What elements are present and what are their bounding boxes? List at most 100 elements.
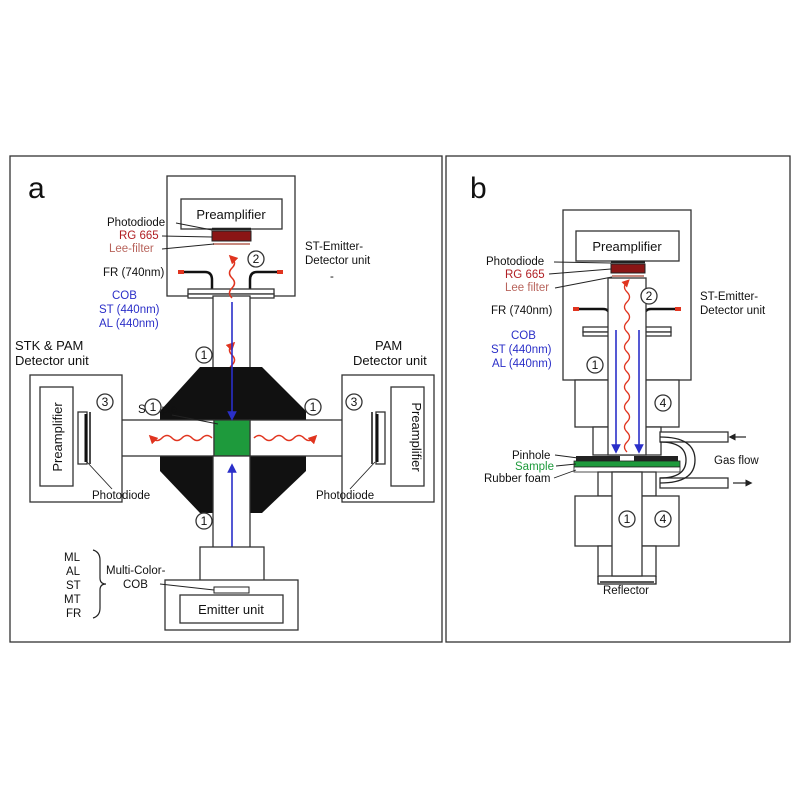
b-gas-channel-inner xyxy=(659,441,687,479)
photodiode-left-leader xyxy=(86,461,113,490)
b-marker-2 xyxy=(640,287,658,305)
marker-1-left-text: 1 xyxy=(150,400,157,414)
b-al-label: AL (440nm) xyxy=(492,358,552,370)
b-marker-2-text: 2 xyxy=(646,289,653,303)
marker-2-text: 2 xyxy=(253,252,260,266)
multi-color-label-line1: Multi-Color- xyxy=(106,565,166,577)
multi-color-cob-element xyxy=(213,586,250,594)
light-source-item: MT xyxy=(64,594,81,606)
stk-label-line1: STK & PAM xyxy=(15,338,83,353)
rg665-label: RG 665 xyxy=(119,230,159,242)
sample-square xyxy=(213,419,251,457)
b-sample-layer xyxy=(573,460,681,468)
fluorescence-signal-right xyxy=(253,434,318,445)
b-marker-1-top xyxy=(586,356,604,374)
marker-3-left xyxy=(96,393,114,411)
panel-a-letter: a xyxy=(28,172,45,205)
marker-1-left xyxy=(144,398,162,416)
lee-filter-label: Lee-filter xyxy=(109,243,154,255)
b-marker-1-bottom xyxy=(618,510,636,528)
fr-led-right xyxy=(277,270,283,274)
right-preamplifier-label: Preamplifier xyxy=(409,402,424,472)
b-pinhole-label: Pinhole xyxy=(512,450,550,462)
fr-led-left xyxy=(178,270,184,274)
b-marker-4-bottom-text: 4 xyxy=(660,512,667,526)
b-sample-label: Sample xyxy=(515,461,554,473)
marker-1-right xyxy=(304,398,322,416)
marker-2 xyxy=(247,250,265,268)
st-label: ST (440nm) xyxy=(99,304,160,316)
b-light-guide-upper xyxy=(607,277,647,456)
marker-1-right-text: 1 xyxy=(310,400,317,414)
b-reflector-cup xyxy=(597,576,657,585)
b-rg665-label: RG 665 xyxy=(505,269,545,281)
light-source-item: ST xyxy=(66,580,81,592)
b-fr-led-left xyxy=(573,307,579,311)
b-fluorescence-signal xyxy=(621,279,631,453)
marker-3-right-text: 3 xyxy=(351,395,358,409)
b-lee-filter-leader xyxy=(554,276,613,289)
b-marker-1-bottom-text: 1 xyxy=(624,512,631,526)
b-pinhole-leader xyxy=(554,454,579,459)
fluorescence-signal-left xyxy=(148,434,213,445)
photodiode-right-label: Photodiode xyxy=(316,490,374,502)
sample-leader xyxy=(171,414,219,425)
panel-b-frame xyxy=(445,155,791,643)
b-fr-label: FR (740nm) xyxy=(491,305,553,317)
b-reflector-label: Reflector xyxy=(603,585,649,597)
light-source-item: AL xyxy=(66,566,81,578)
photodiode-right-leader xyxy=(349,461,376,490)
photodiode-label: Photodiode xyxy=(107,217,165,229)
st-unit-label-line2: Detector unit xyxy=(305,255,371,267)
b-fr-led-right xyxy=(675,307,681,311)
marker-1-top xyxy=(195,346,213,364)
b-preamplifier-label: Preamplifier xyxy=(592,239,662,254)
top-preamplifier-label: Preamplifier xyxy=(196,207,266,222)
light-source-item: FR xyxy=(66,608,81,620)
b-marker-4-bottom xyxy=(654,510,672,528)
fr-label: FR (740nm) xyxy=(103,267,165,279)
photodiode-leader xyxy=(175,222,213,231)
b-marker-4-top-text: 4 xyxy=(660,396,667,410)
cob-label: COB xyxy=(112,290,137,302)
left-preamplifier-box xyxy=(39,386,74,487)
panel-b-letter: b xyxy=(470,172,487,205)
lee-filter-leader xyxy=(161,243,215,250)
st-unit-dash: - xyxy=(330,271,334,283)
marker-1-top-text: 1 xyxy=(201,348,208,362)
rg665-leader xyxy=(161,235,213,238)
b-marker-4-top xyxy=(654,394,672,412)
b-pinhole-gap xyxy=(620,456,634,461)
emitter-unit-box xyxy=(179,594,284,624)
b-marker-1-top-text: 1 xyxy=(592,358,599,372)
right-preamplifier-box xyxy=(390,386,425,487)
marker-3-right xyxy=(345,393,363,411)
pam-label-line1: PAM xyxy=(375,338,402,353)
b-rubber-foam-layer xyxy=(573,466,681,473)
fluorescence-signal-top-upper xyxy=(228,254,239,299)
b-gas-channel xyxy=(659,436,696,484)
pam-label-line2: Detector unit xyxy=(353,353,427,368)
b-rubber-foam-label: Rubber foam xyxy=(484,473,550,485)
b-st-unit-line1: ST-Emitter- xyxy=(700,291,758,303)
multi-color-leader xyxy=(159,583,215,591)
b-rg665-filter xyxy=(610,263,646,274)
panel-b: b Preamplifier Photodiode RG 665 Lee fil… xyxy=(445,155,791,643)
multi-color-label-line2: COB xyxy=(123,579,148,591)
photodiode-left-label: Photodiode xyxy=(92,490,150,502)
b-cob-label: COB xyxy=(511,330,536,342)
marker-1-bottom xyxy=(195,512,213,530)
panel-a: a Preamplifier Photodiode RG 665 Lee-fil… xyxy=(9,155,443,643)
al-label: AL (440nm) xyxy=(99,318,159,330)
fr-fiber-right xyxy=(248,270,279,292)
rg665-filter xyxy=(211,230,252,242)
b-rubber-foam-leader xyxy=(553,469,577,479)
fr-fiber-left xyxy=(183,270,214,292)
b-sample-leader xyxy=(555,463,577,467)
light-source-list: ML AL ST MT FR xyxy=(64,552,81,620)
light-source-brace xyxy=(92,549,107,619)
emitter-collar xyxy=(199,546,265,586)
emitter-unit-label: Emitter unit xyxy=(198,602,264,617)
b-photodiode-label: Photodiode xyxy=(486,256,544,268)
b-st-unit-line2: Detector unit xyxy=(700,305,766,317)
